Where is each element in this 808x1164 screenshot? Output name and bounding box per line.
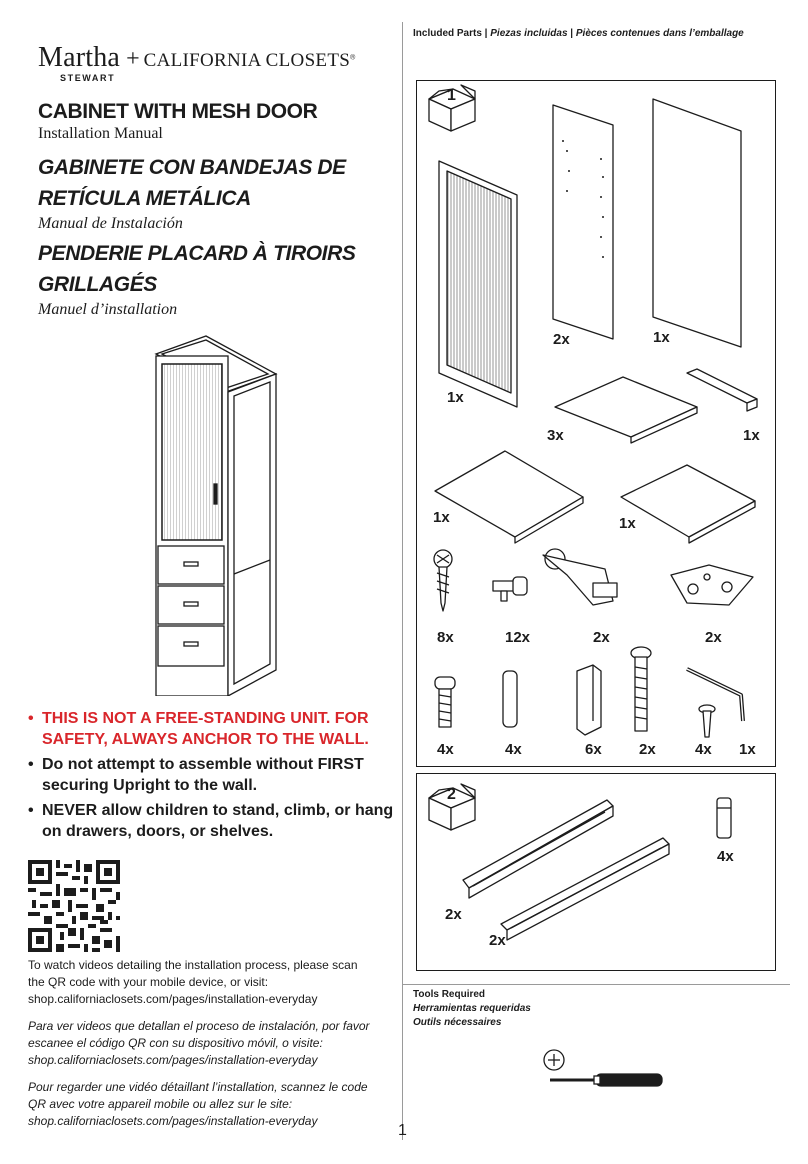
phillips-screwdriver-icon (543, 1049, 663, 1087)
subtitle-fr: Manuel d’installation (38, 301, 178, 318)
brand-plus: + (126, 46, 140, 72)
warning-secure-upright: Do not attempt to assemble without FIRST… (28, 754, 396, 796)
cabinet-illustration (154, 335, 278, 696)
brand-stewart: STEWART (60, 73, 116, 83)
qty-cam-bolt: 4x (437, 741, 454, 758)
parts-box-2: 4x 2x 2x 2 (416, 773, 776, 971)
included-en: Included Parts (413, 28, 482, 39)
box-2-number: 2 (447, 786, 456, 803)
shelf-pin-drawing (492, 576, 528, 602)
hinge-drawing (542, 548, 618, 606)
wood-screw-drawing (433, 549, 453, 612)
title-block: CABINET WITH MESH DOOR Installation Manu… (38, 100, 388, 324)
included-es: Piezas incluidas (490, 28, 568, 39)
qty-bracket: 6x (585, 741, 602, 758)
warning-anchor: THIS IS NOT A FREE-STANDING UNIT. FOR SA… (28, 708, 396, 750)
qty-hinge-plate: 2x (705, 629, 722, 646)
page-number: 1 (398, 1122, 407, 1139)
title-en: CABINET WITH MESH DOOR (38, 100, 318, 123)
info-en: To watch videos detailing the installati… (28, 958, 358, 1006)
warning-children: NEVER allow children to stand, climb, or… (28, 800, 396, 842)
brand-martha: Martha (38, 42, 121, 73)
tools-en: Tools Required (413, 989, 486, 1000)
subtitle-en: Installation Manual (38, 125, 163, 142)
included-fr: Pièces contenues dans l’emballage (575, 28, 744, 39)
long-bolt-drawing (630, 646, 652, 732)
title-es-line1: GABINETE CON BANDEJAS DE (38, 156, 346, 179)
qty-dowel: 4x (505, 741, 522, 758)
qty-small-screw: 4x (695, 741, 712, 758)
qty-shelf-right: 1x (619, 515, 636, 532)
qr-code[interactable] (28, 860, 120, 952)
info-es: Para ver videos que detallan el proceso … (28, 1019, 370, 1067)
tools-required: Tools Required Herramientas requeridas O… (413, 988, 531, 1030)
parts-box-1: 1 1x 2x 1x 3x 1x 1x 1x 8x 12x 2x 2x 4x 4… (416, 80, 776, 767)
qty-shelf-left: 1x (433, 509, 450, 526)
subtitle-es: Manual de Instalación (38, 215, 183, 232)
qty-shelf-pin: 12x (505, 629, 531, 646)
tools-fr: Outils nécessaires (413, 1017, 502, 1028)
column-divider (402, 22, 403, 1140)
title-fr-line1: PENDERIE PLACARD À TIROIRS (38, 242, 356, 265)
qty-upright: 2x (553, 331, 570, 348)
title-fr-line2: GRILLAGÉS (38, 273, 157, 296)
qty-rail: 1x (743, 427, 760, 444)
qty-cap: 4x (717, 848, 734, 865)
small-screw-drawing (698, 704, 716, 738)
qty-hinge: 2x (593, 629, 610, 646)
package-2-icon (428, 783, 476, 831)
tools-divider (402, 984, 790, 985)
box-1-number: 1 (447, 87, 456, 104)
qty-slide-b: 2x (489, 932, 506, 949)
included-parts-header: Included Parts | Piezas incluidas | Pièc… (413, 28, 744, 39)
title-es-line2: RETÍCULA METÁLICA (38, 187, 251, 210)
info-text: To watch videos detailing the installati… (28, 957, 372, 1140)
brand-california-closets: CALIFORNIA CLOSETS (143, 50, 351, 71)
hinge-plate-drawing (670, 564, 754, 606)
qty-wood-screw: 8x (437, 629, 454, 646)
tools-es: Herramientas requeridas (413, 1003, 531, 1014)
box-1-parts-art (428, 84, 758, 738)
box-2-parts-art (428, 783, 732, 941)
registered-mark: ® (350, 54, 356, 62)
brand-logo: Martha+CALIFORNIA CLOSETS® STEWART (38, 42, 356, 83)
qty-back-panel: 1x (653, 329, 670, 346)
included-sep-1: | (481, 28, 491, 39)
qty-mesh-door: 1x (447, 389, 464, 406)
included-sep-2: | (567, 28, 576, 39)
qty-slide-a: 2x (445, 906, 462, 923)
qty-long-bolt: 2x (639, 741, 656, 758)
safety-warnings: THIS IS NOT A FREE-STANDING UNIT. FOR SA… (28, 708, 396, 846)
qty-hex-key: 1x (739, 741, 756, 758)
package-1-icon (428, 84, 476, 132)
qty-shelf-center: 3x (547, 427, 564, 444)
cam-bolt-drawing (434, 676, 456, 728)
info-fr: Pour regarder une vidéo détaillant l’ins… (28, 1080, 368, 1128)
bracket-drawing (576, 664, 602, 736)
